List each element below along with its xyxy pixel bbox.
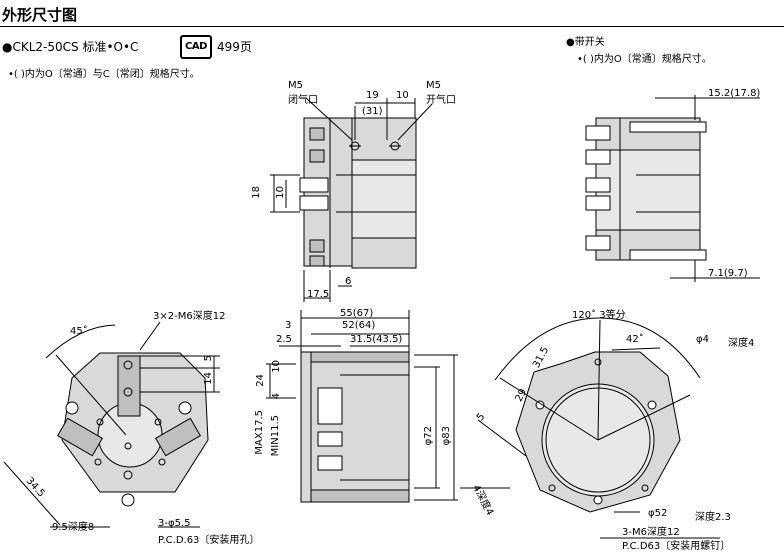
m6-thread-label: 3×2-M6深度12: [153, 311, 226, 322]
center-side-view: [300, 351, 410, 503]
phi-83: φ83: [441, 426, 452, 446]
dim-18: 18: [251, 186, 262, 199]
close-port-label: 闭气口: [288, 95, 318, 106]
dim-52: 52(64): [342, 320, 376, 331]
dim-5-left: 5: [203, 355, 214, 362]
phi-52: φ52: [648, 508, 668, 519]
dim-19: 19: [366, 90, 379, 101]
title-underline: [0, 26, 784, 27]
dim-4: 4: [271, 393, 282, 400]
page-title: 外形尺寸图: [2, 6, 78, 24]
dim-31-5: 31.5(43.5): [350, 334, 403, 345]
angle-42: 42˚: [626, 334, 644, 345]
dim-15-2: 15.2(17.8): [708, 88, 761, 99]
cad-icon[interactable]: CAD: [180, 35, 212, 59]
dim-10-center: 10: [271, 360, 282, 373]
dim-10-tol: 10: [275, 186, 286, 199]
phi-4: φ4: [696, 334, 709, 345]
pcd-hole-label: P.C.D.63〔安装用孔〕: [158, 535, 260, 546]
max-stroke: MAX17.5: [254, 410, 265, 455]
dim-2-5: 2.5: [276, 334, 292, 345]
open-port-label: 开气口: [426, 95, 456, 106]
phi-5-5-label: 3-φ5.5: [158, 518, 191, 529]
switch-note: •( )内为O〔常通〕规格尺寸。: [577, 54, 712, 65]
left-note: •( )内为O〔常通〕与C〔常闭〕规格尺寸。: [8, 69, 200, 80]
dim-14: 14: [203, 372, 214, 385]
min-stroke: MIN11.5: [270, 415, 281, 457]
model-label: ●CKL2-50CS 标准•O•C: [2, 40, 139, 54]
dim-7-1: 7.1(9.7): [708, 268, 748, 279]
dim-10: 10: [396, 90, 409, 101]
angle-45: 45˚: [70, 326, 88, 337]
dim-3: 3: [285, 320, 292, 331]
page-reference: 499页: [217, 40, 252, 54]
m6-thread-right: 3-M6深度12: [622, 527, 680, 538]
dim-55: 55(67): [340, 308, 374, 319]
switch-title: ●带开关: [566, 37, 605, 48]
m5-open-label: M5: [426, 80, 441, 91]
depth-8-label: 9.5深度8: [52, 522, 95, 533]
left-front-view: [56, 352, 209, 507]
angle-120: 120˚ 3等分: [572, 310, 626, 321]
dim-6: 6: [345, 276, 352, 287]
phi-52-depth: 深度2.3: [695, 512, 731, 523]
phi-4-depth: 深度4: [728, 338, 755, 349]
dim-31: (31): [362, 106, 383, 117]
m5-close-label: M5: [288, 80, 303, 91]
pcd-screw-label: P.C.D63〔安装用螺钉〕: [622, 541, 731, 552]
phi-72: φ72: [423, 426, 434, 446]
dim-24: 24: [255, 374, 266, 387]
switch-view-body: [585, 117, 707, 261]
dim-17-5: 17.5: [307, 289, 330, 300]
side-view-body: [299, 117, 417, 269]
